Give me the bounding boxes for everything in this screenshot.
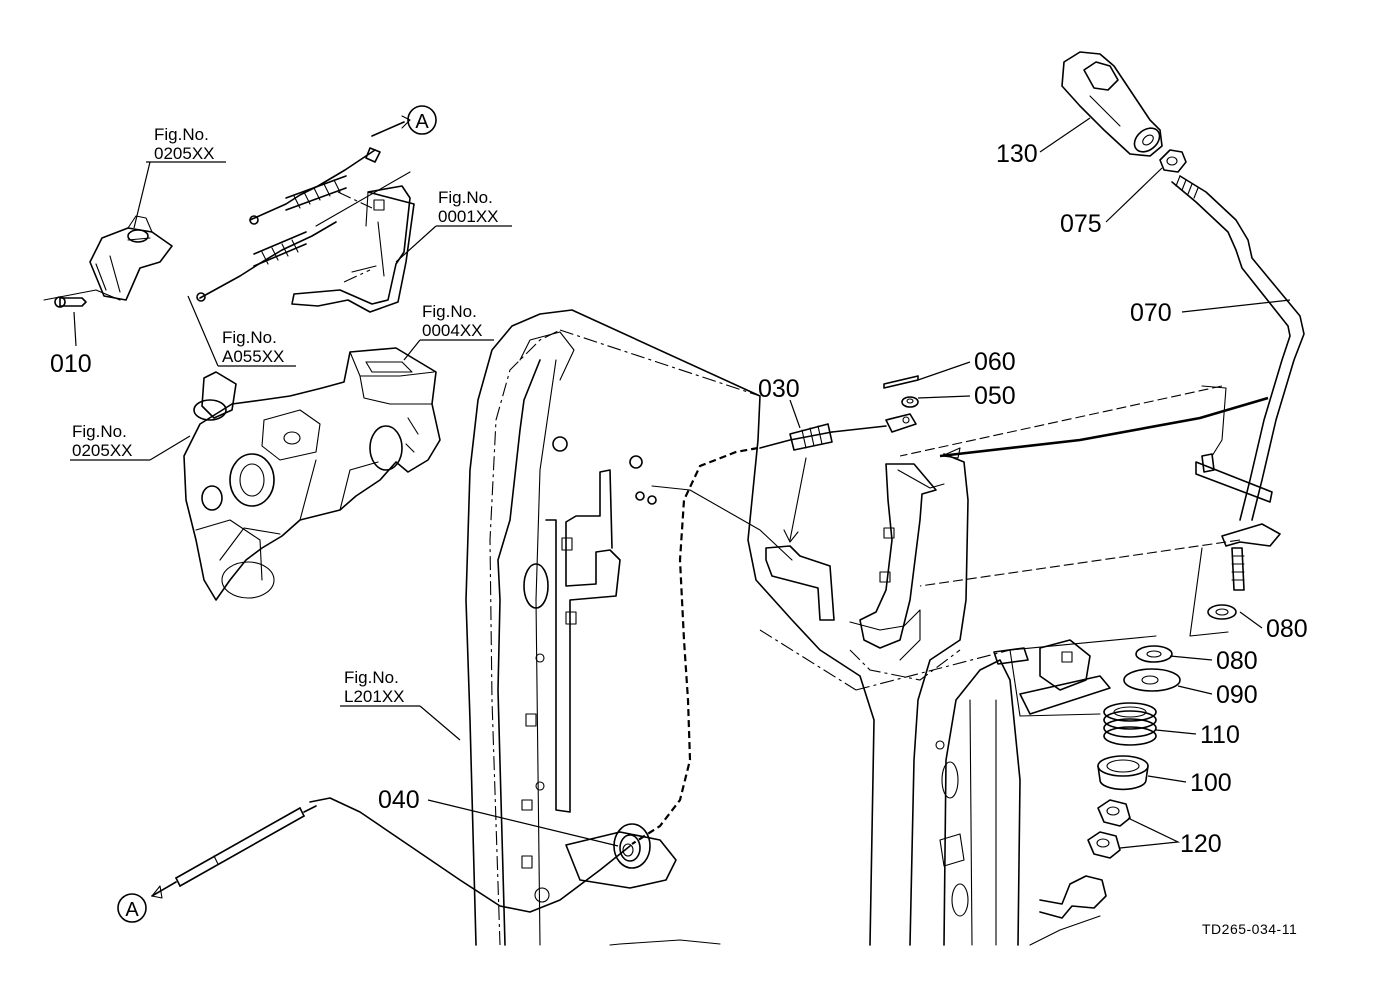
spring-110 xyxy=(1103,702,1157,746)
fig-ref-label: Fig.No. xyxy=(438,188,493,207)
leader-lines xyxy=(70,115,1291,849)
plate-090 xyxy=(1123,668,1181,692)
fig-ref-0205xx-mid: Fig.No. 0205XX xyxy=(72,422,133,460)
callout-110: 110 xyxy=(1200,721,1240,749)
nut-075 xyxy=(1159,149,1187,173)
washer-080-b xyxy=(1135,645,1173,663)
callout-030: 030 xyxy=(758,375,800,403)
fig-ref-l201xx: Fig.No. L201XX xyxy=(344,668,405,706)
connector-a-bottom: A xyxy=(117,893,147,923)
callout-060: 060 xyxy=(974,348,1016,376)
fig-ref-code: 0004XX xyxy=(422,321,483,340)
callout-090: 090 xyxy=(1216,681,1258,709)
fig-ref-code: 0001XX xyxy=(438,207,499,226)
fig-ref-label: Fig.No. xyxy=(422,302,477,321)
fig-ref-a055xx: Fig.No. A055XX xyxy=(222,328,284,366)
fig-ref-0004xx: Fig.No. 0004XX xyxy=(422,302,483,340)
callout-050: 050 xyxy=(974,382,1016,410)
callout-080-upper: 080 xyxy=(1266,615,1308,643)
lower-bracket xyxy=(993,639,1111,946)
collar-100 xyxy=(1097,755,1149,791)
callout-130: 130 xyxy=(996,140,1038,168)
shift-guide-bracket xyxy=(765,463,961,681)
fig-ref-label: Fig.No. xyxy=(72,422,127,441)
fig-ref-code: L201XX xyxy=(344,687,405,706)
washer-080-a xyxy=(1207,604,1237,620)
connector-label: A xyxy=(415,111,429,133)
shift-cable-030 xyxy=(631,375,919,845)
knob-130 xyxy=(1061,51,1163,157)
fig-ref-label: Fig.No. xyxy=(344,668,399,687)
fig-ref-0001xx: Fig.No. 0001XX xyxy=(438,188,499,226)
nut-120 xyxy=(1087,799,1131,859)
callout-120: 120 xyxy=(1180,830,1222,858)
fig-ref-code: 0205XX xyxy=(154,144,215,163)
connector-a-top: A xyxy=(407,105,437,135)
fig-ref-code: A055XX xyxy=(222,347,284,366)
callout-010: 010 xyxy=(50,350,92,378)
connector-label: A xyxy=(125,899,139,921)
drawing-code: TD265-034-11 xyxy=(1202,921,1297,937)
fig-ref-label: Fig.No. xyxy=(154,125,209,144)
grommet-040 xyxy=(613,823,651,869)
callout-075: 075 xyxy=(1060,210,1102,238)
callout-070: 070 xyxy=(1130,299,1172,327)
fig-ref-label: Fig.No. xyxy=(222,328,277,347)
cable-bracket-assembly xyxy=(43,147,415,313)
transmission-housing xyxy=(183,347,441,601)
callout-080-lower: 080 xyxy=(1216,647,1258,675)
lower-cable xyxy=(151,797,631,913)
shift-lever-070 xyxy=(899,175,1305,717)
callout-040: 040 xyxy=(378,786,420,814)
fig-ref-0205xx-top: Fig.No. 0205XX xyxy=(154,125,215,163)
side-panel xyxy=(465,309,1021,946)
callout-100: 100 xyxy=(1190,769,1232,797)
fig-ref-code: 0205XX xyxy=(72,441,133,460)
